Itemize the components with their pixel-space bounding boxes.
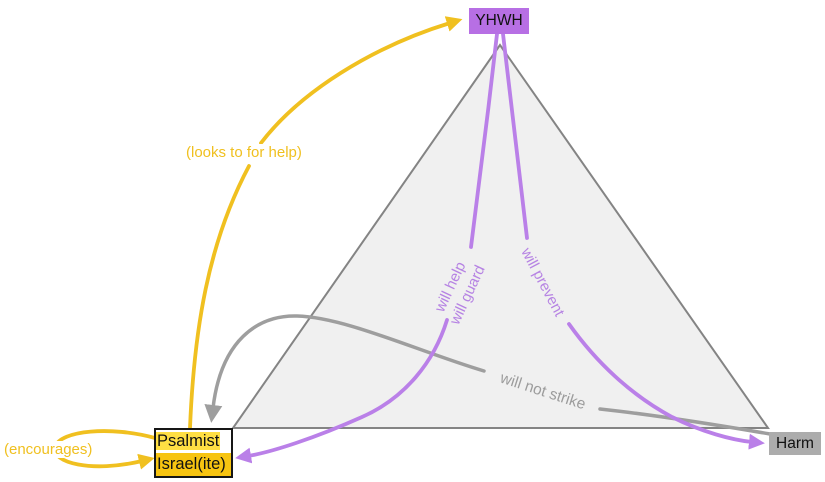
harm-node-label: Harm — [776, 435, 814, 452]
will-not-strike-arrow-left-segment — [204, 314, 486, 423]
yhwh-node-label: YHWH — [475, 12, 523, 29]
will-help-arrow-lower-segment — [235, 318, 449, 464]
encourages-label: (encourages) — [2, 441, 95, 458]
psalmist-israelite-node: Psalmist Israel(ite) — [154, 428, 233, 478]
looks-to-for-help-label: (looks to for help) — [186, 144, 302, 161]
will-prevent-arrow-upper-segment — [501, 32, 529, 240]
israelite-label: Israel(ite) — [157, 455, 226, 473]
harm-node: Harm — [769, 432, 821, 455]
will-not-strike-arrow-right-segment — [598, 407, 772, 436]
will-help-arrow-upper-segment — [469, 32, 499, 249]
will-prevent-arrow-lower-segment — [567, 322, 765, 450]
psalmist-row: Psalmist — [156, 430, 231, 453]
psalmist-label: Psalmist — [156, 432, 221, 450]
yhwh-node: YHWH — [469, 8, 529, 34]
triangle-shape — [231, 43, 770, 429]
looks-to-arrow-upper-segment — [259, 16, 463, 145]
israelite-row: Israel(ite) — [156, 453, 231, 476]
looks-to-arrow-lower-segment — [188, 164, 251, 430]
